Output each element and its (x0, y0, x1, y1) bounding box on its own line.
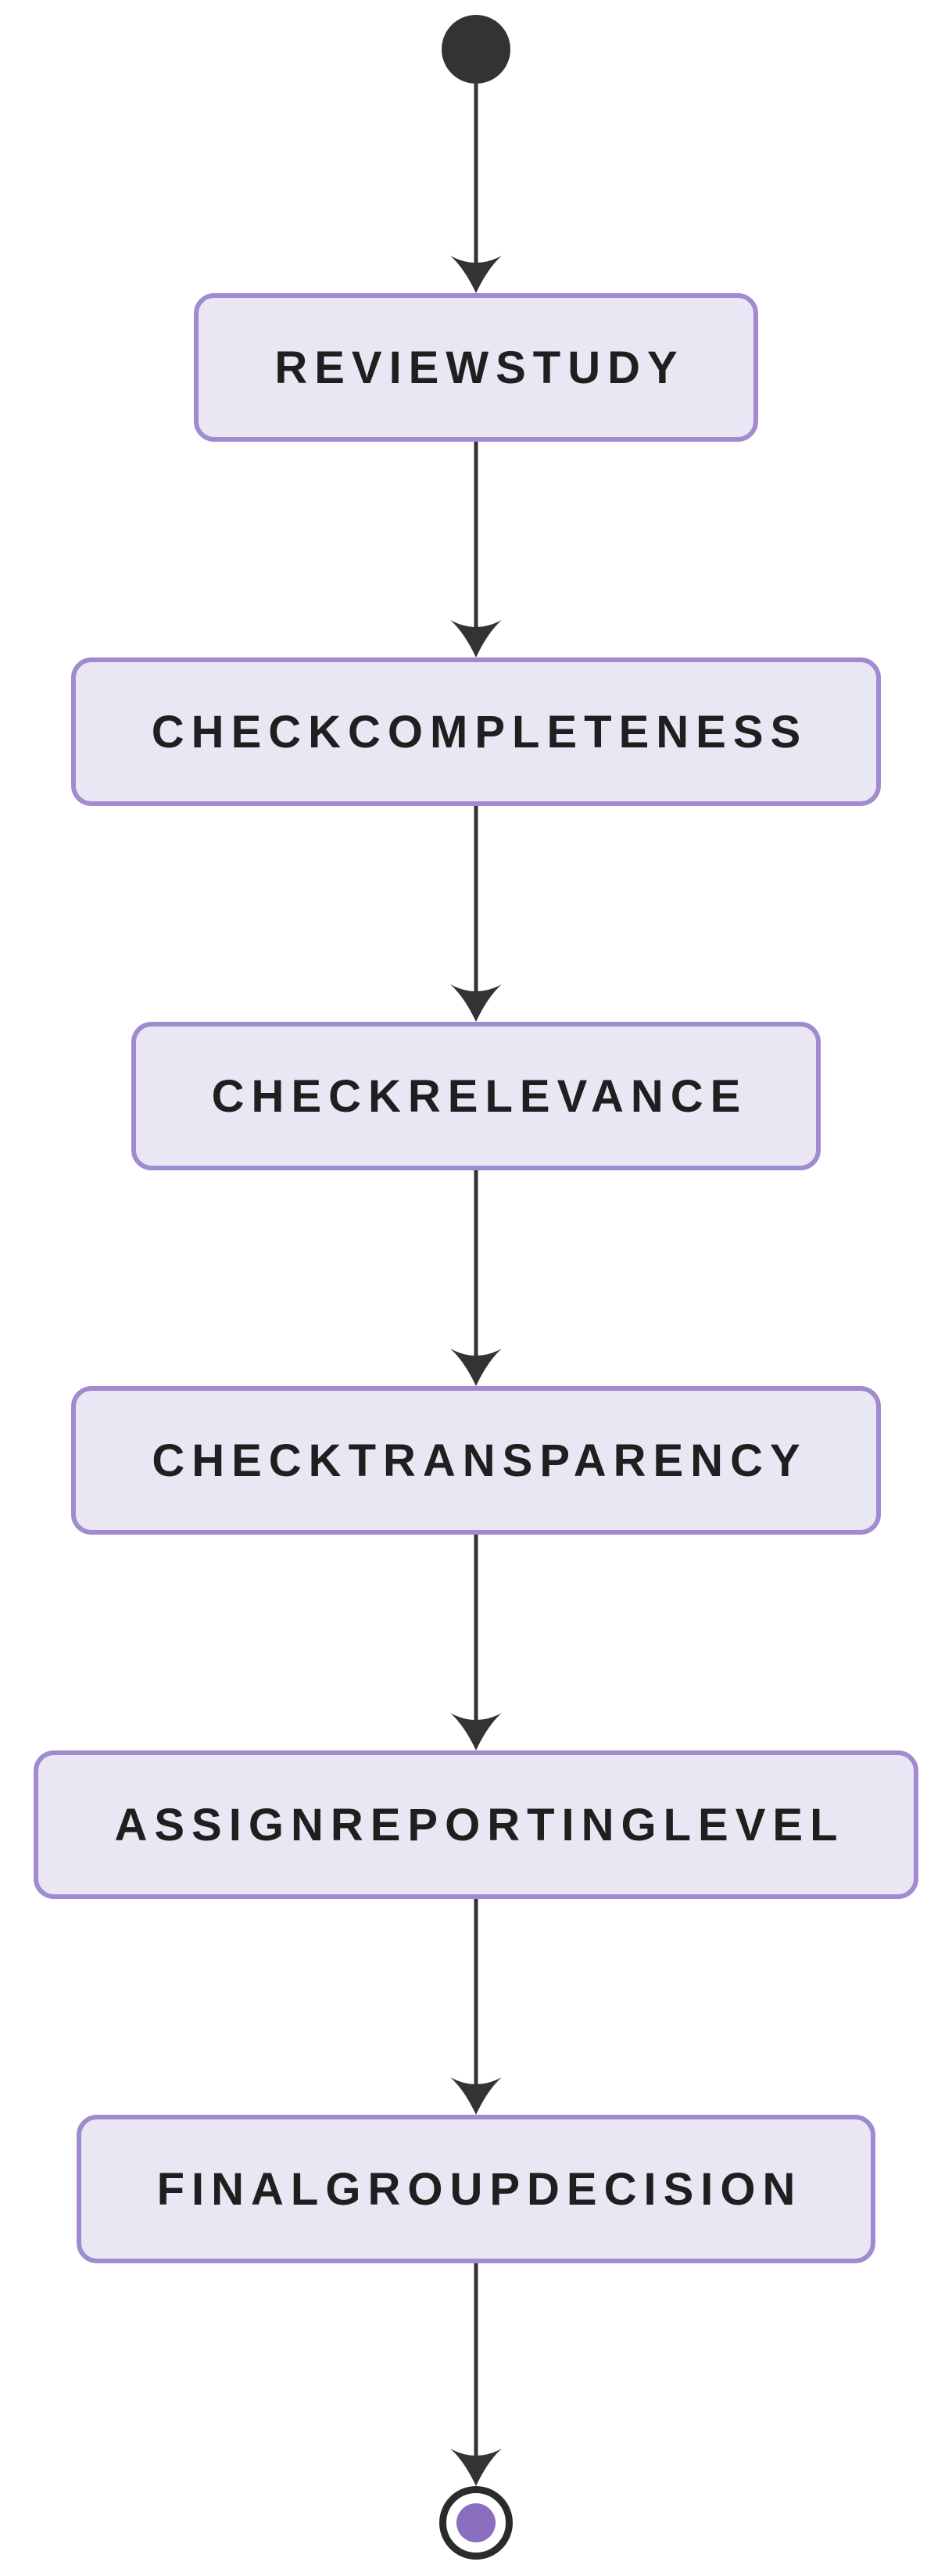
end-state-inner-dot (456, 2503, 496, 2542)
transition-arrow (450, 1535, 502, 1750)
state-label: REVIEWSTUDY (274, 342, 685, 393)
state-label: CHECKRELEVANCE (211, 1070, 748, 1122)
state-node-finalgroupdecision: FINALGROUPDECISION (76, 2115, 876, 2263)
state-node-reviewstudy: REVIEWSTUDY (194, 293, 758, 442)
state-node-checktransparency: CHECKTRANSPARENCY (71, 1386, 881, 1535)
state-node-checkcompleteness: CHECKCOMPLETENESS (70, 657, 882, 806)
state-label: ASSIGNREPORTINGLEVEL (114, 1799, 845, 1850)
state-label: CHECKTRANSPARENCY (152, 1435, 807, 1486)
transition-arrow (450, 84, 502, 293)
end-state-node (439, 2486, 513, 2560)
state-node-assignreportinglevel: ASSIGNREPORTINGLEVEL (34, 1750, 918, 1899)
transition-arrow (450, 1170, 502, 1386)
transition-arrow (450, 1899, 502, 2115)
transition-arrow (450, 442, 502, 657)
state-label: CHECKCOMPLETENESS (151, 706, 808, 758)
state-node-checkrelevance: CHECKRELEVANCE (131, 1022, 821, 1170)
state-label: FINALGROUPDECISION (156, 2163, 803, 2215)
transition-arrow (450, 2263, 502, 2486)
transition-arrow (450, 806, 502, 1022)
start-state-node (442, 15, 510, 84)
